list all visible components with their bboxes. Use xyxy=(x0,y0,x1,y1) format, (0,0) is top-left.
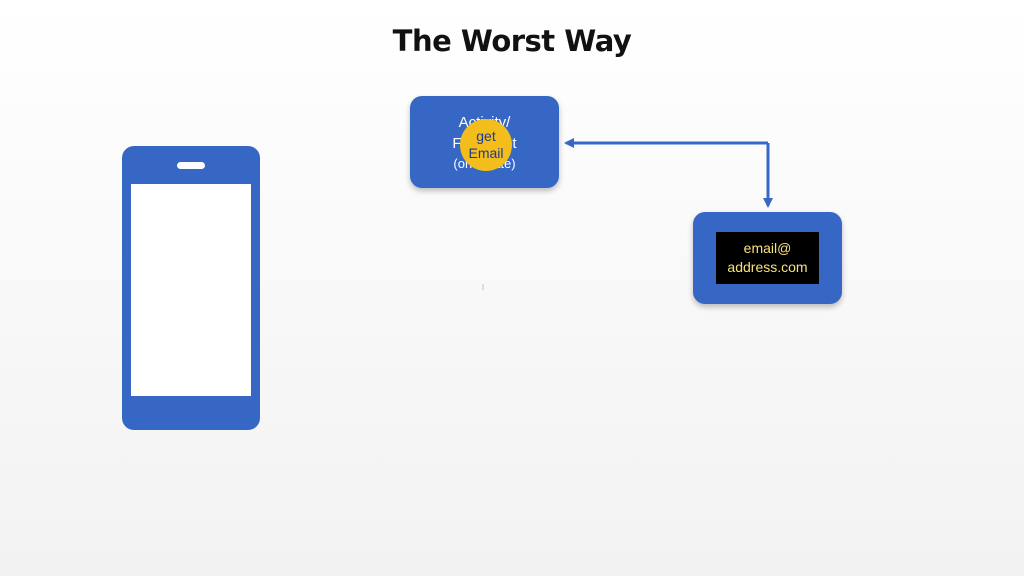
phone-icon xyxy=(122,146,260,430)
bubble-line2: Email xyxy=(468,145,504,161)
stray-mark xyxy=(482,284,484,290)
bubble-line1: get xyxy=(476,128,496,144)
email-line1: email@ xyxy=(743,240,792,256)
phone-screen xyxy=(131,184,251,396)
email-line2: address.com xyxy=(727,259,808,275)
slide-title: The Worst Way xyxy=(392,24,632,58)
get-email-bubble: get Email xyxy=(460,119,512,171)
phone-speaker xyxy=(177,162,205,169)
email-address-card: email@ address.com xyxy=(716,232,819,284)
